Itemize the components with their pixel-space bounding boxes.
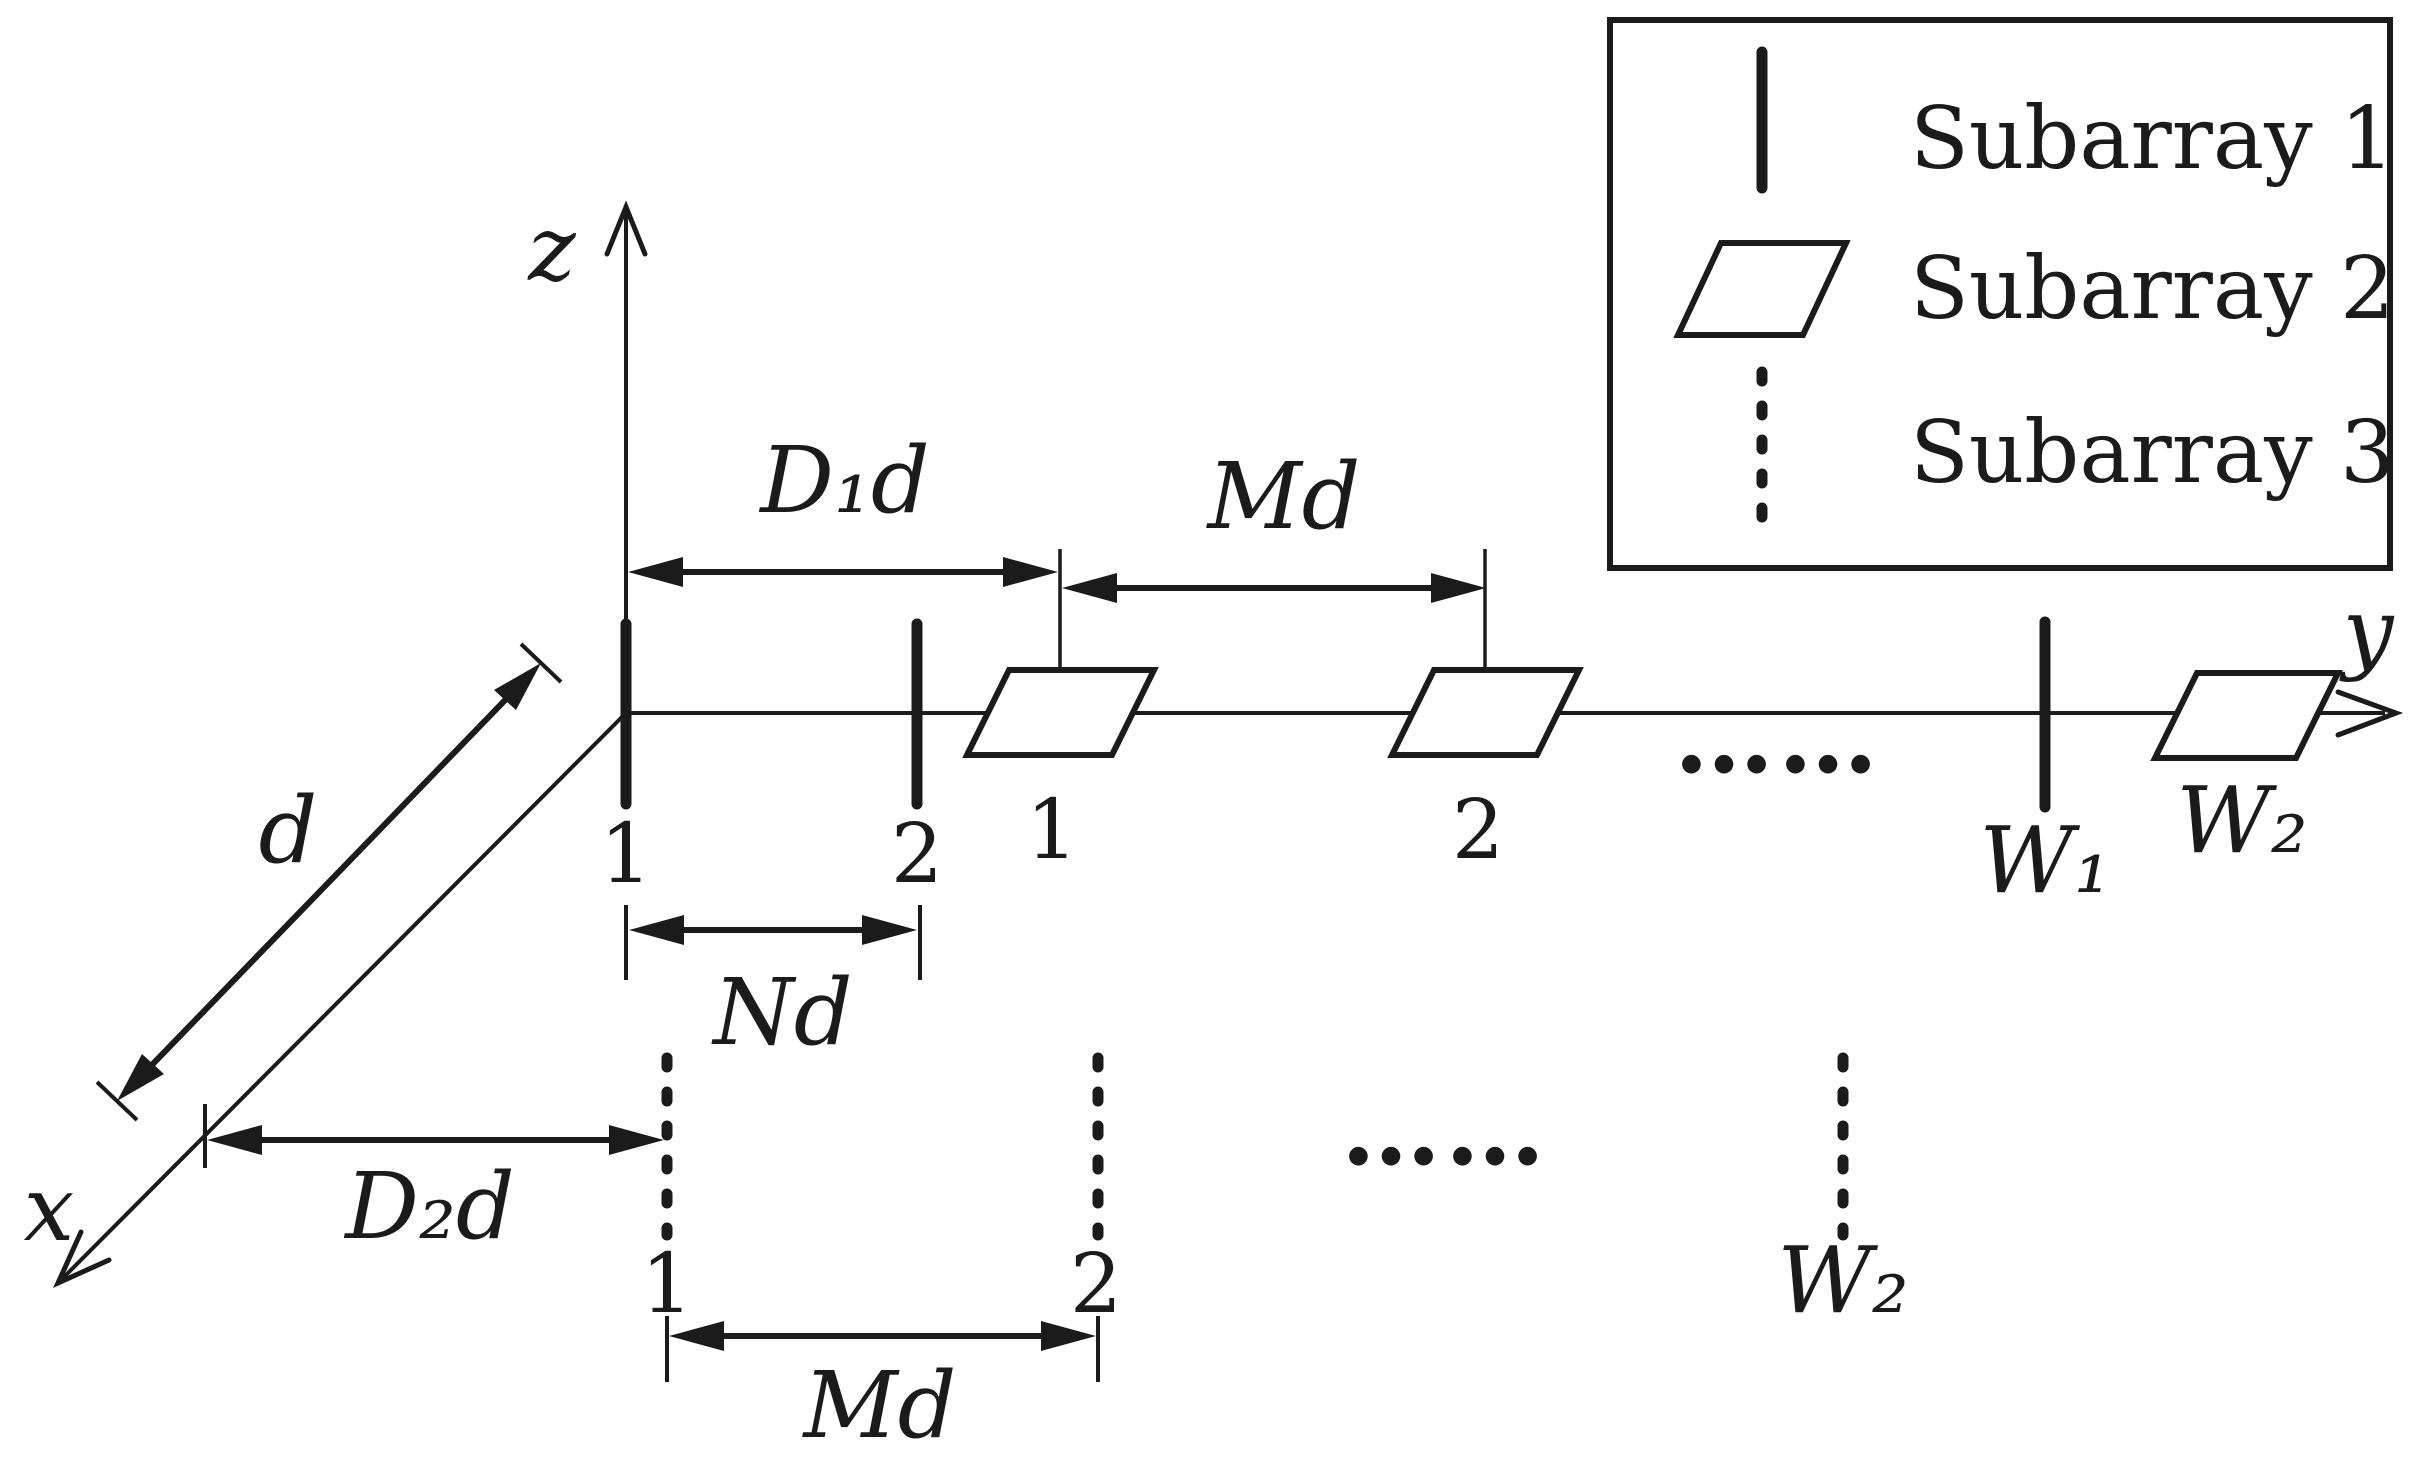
subarray2-element-1-parallelogram (962, 667, 1159, 758)
dimension-d2d: D₂d (203, 1104, 664, 1260)
legend-subarray2-label: Subarray 2 (1910, 239, 2395, 339)
legend-subarray3-label: Subarray 3 (1910, 403, 2395, 503)
x-axis-label: x (24, 1157, 75, 1262)
md-bottom-arrowhead-left-icon (669, 1321, 724, 1351)
subarray3-element-w2-label: W₂ (1777, 1227, 1908, 1334)
d-extension-tick-lower (95, 1080, 139, 1122)
d1d-dimension-label: D₁d (758, 427, 930, 534)
subarray2-element-2-label: 2 (1452, 783, 1504, 878)
md-bottom-dimension-label: Md (801, 1352, 956, 1457)
subarray2-element-w2-parallelogram (2150, 670, 2343, 761)
dimension-md-top: Md (1062, 443, 1486, 603)
x-axis: x (24, 711, 628, 1288)
md-top-dimension-label: Md (1205, 443, 1360, 550)
d-arrowhead-lower-icon (117, 1054, 164, 1101)
md-top-arrowhead-right-icon (1431, 573, 1486, 603)
subarray2-element-2-parallelogram (1387, 667, 1584, 758)
legend-subarray1-label: Subarray 1 (1910, 89, 2395, 189)
y-axis-ellipsis: …… (1674, 678, 1882, 796)
dimension-d: d (95, 642, 563, 1122)
subarray1-element-2-label: 2 (891, 807, 943, 902)
z-axis-arrowhead-icon (604, 200, 648, 257)
legend-box (1607, 17, 2393, 571)
legend-subarray2-marker-icon (1673, 240, 1851, 338)
d-dimension-label: d (259, 777, 318, 884)
d2d-dimension-label: D₂d (343, 1153, 515, 1260)
subarray3-group: 1 2 W₂ (641, 1052, 1909, 1334)
x-axis-line (60, 711, 628, 1281)
md-bottom-arrowhead-right-icon (1041, 1321, 1096, 1351)
legend: Subarray 1 Subarray 2 Subarray 3 (1607, 17, 2395, 571)
x-axis-arrowhead-icon (53, 1229, 112, 1288)
subarray2-element-w2-label: W₂ (2176, 767, 2307, 874)
subarray2-group: 1 2 W₂ (962, 549, 2343, 878)
nd-dimension-label: Nd (711, 959, 852, 1066)
d-dimension-line (144, 691, 514, 1073)
subarray1-element-w1-label: W₁ (1979, 807, 2110, 914)
dimension-md-bottom: Md (665, 1316, 1100, 1457)
subarray2-element-1-label: 1 (1026, 783, 1078, 878)
subarray3-ellipsis: …… (1341, 1070, 1549, 1188)
z-axis-label: z (527, 197, 576, 302)
y-axis-label: y (2339, 579, 2395, 684)
d1d-arrowhead-left-icon (628, 557, 683, 587)
nd-arrowhead-right-icon (862, 915, 917, 945)
dimension-d1d: D₁d (628, 427, 1058, 587)
md-top-arrowhead-left-icon (1062, 573, 1117, 603)
dimension-nd: Nd (624, 905, 922, 1066)
subarray1-group: 1 2 W₁ (600, 616, 2111, 914)
d-arrowhead-upper-icon (494, 663, 541, 710)
d-extension-tick-upper (519, 642, 563, 684)
nd-arrowhead-left-icon (629, 915, 684, 945)
y-axis-arrowhead-icon (2335, 689, 2404, 738)
d2d-arrowhead-left-icon (207, 1125, 262, 1155)
d2d-arrowhead-right-icon (609, 1125, 664, 1155)
subarray1-element-1-label: 1 (600, 807, 652, 902)
d1d-arrowhead-right-icon (1003, 557, 1058, 587)
